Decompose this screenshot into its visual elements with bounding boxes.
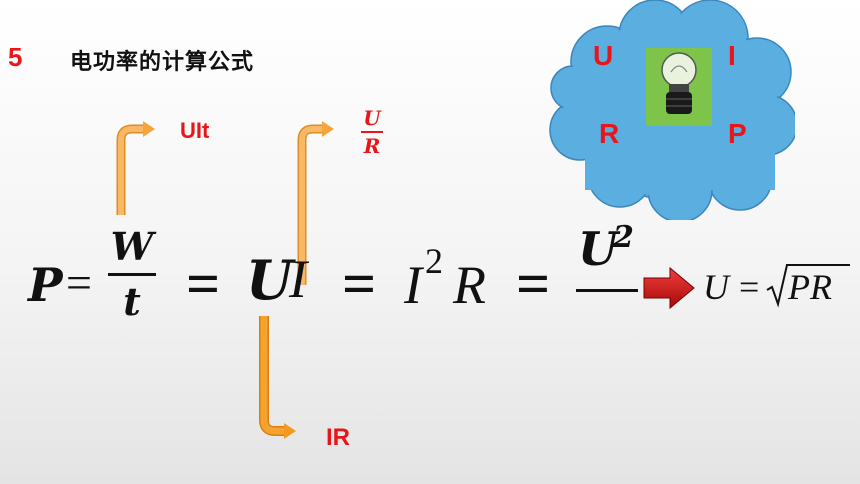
formula-fraction-bar <box>108 273 156 276</box>
label-u-over-r: U R <box>358 107 386 157</box>
formula-u2-exponent: 2 <box>613 220 634 255</box>
result-radicand: PR <box>788 267 832 307</box>
sqrt-sign-icon <box>766 264 788 308</box>
arrow-up-u-over-r <box>297 121 334 285</box>
result-u: U <box>703 267 729 307</box>
arrow-down-ir <box>259 316 296 439</box>
formula-i: I <box>289 249 307 309</box>
formula-r: R <box>453 255 486 315</box>
formula-eq-3: = <box>342 251 377 317</box>
formula-eq-4: = <box>516 251 551 317</box>
formula-eq-1: = <box>66 257 92 308</box>
formula-eq-2: = <box>186 251 221 317</box>
red-arrow-icon <box>643 266 695 310</box>
cloud-label-i: I <box>728 40 736 71</box>
label-ur-bar <box>361 131 383 133</box>
cloud-label-p: P <box>728 118 747 149</box>
section-number: 5 <box>8 42 23 72</box>
label-ur-denominator: R <box>363 134 381 158</box>
arrow-up-uit <box>116 121 155 215</box>
formula-i2-exponent: 2 <box>425 241 443 281</box>
formula-w: W <box>110 224 154 269</box>
formula-fraction-w-t: W t <box>108 225 156 324</box>
formula-u2-fraction-bar <box>576 289 638 292</box>
result-eq: = <box>739 267 760 307</box>
section-title: 电功率的计算公式 <box>70 50 255 75</box>
sqrt-overline <box>786 264 850 266</box>
formula-i2-base: I <box>404 255 422 315</box>
formula-u2-base: U <box>578 222 619 276</box>
cloud-label-r: R <box>599 118 620 149</box>
cloud-label-u: U <box>593 40 614 71</box>
formula-u: U <box>246 248 294 312</box>
label-uit: UIt <box>180 118 210 143</box>
formula-t: t <box>123 279 141 324</box>
formula-p: P <box>28 258 63 312</box>
lightbulb-icon <box>646 48 712 126</box>
label-ur-numerator: U <box>363 106 381 130</box>
cloud-diagram <box>549 0 795 220</box>
label-ir: IR <box>326 424 350 451</box>
